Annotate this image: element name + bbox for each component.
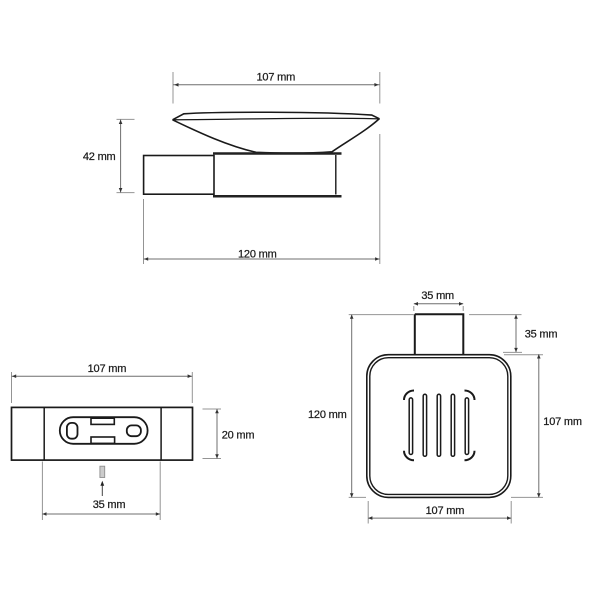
svg-text:35 mm: 35 mm	[525, 328, 558, 340]
svg-text:35 mm: 35 mm	[93, 499, 126, 511]
svg-text:20 mm: 20 mm	[222, 429, 255, 441]
svg-text:120 mm: 120 mm	[308, 409, 347, 421]
svg-text:35 mm: 35 mm	[421, 290, 454, 302]
svg-text:107 mm: 107 mm	[257, 72, 296, 84]
svg-text:42 mm: 42 mm	[83, 151, 116, 163]
svg-text:107 mm: 107 mm	[426, 505, 465, 517]
svg-text:107 mm: 107 mm	[88, 363, 127, 375]
svg-text:120 mm: 120 mm	[238, 248, 277, 260]
svg-text:107 mm: 107 mm	[543, 416, 582, 428]
